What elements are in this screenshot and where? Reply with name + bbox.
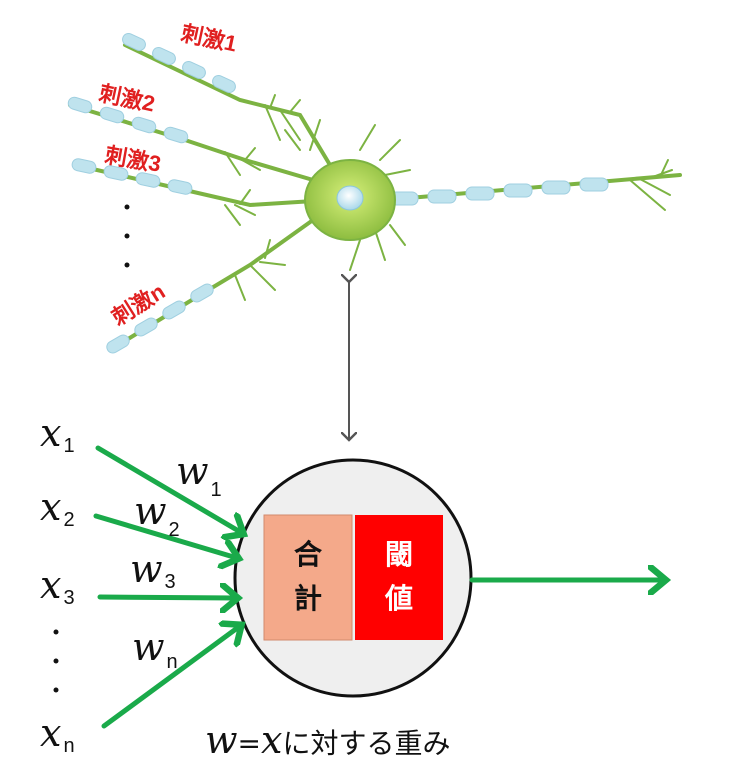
input-arrows	[93, 445, 664, 729]
neuron-illustration: 刺激1 刺激2 刺激3 刺激n	[67, 20, 682, 354]
dendrite-branches	[224, 94, 673, 301]
sum-label-line2: 計	[294, 582, 322, 615]
input-arrow-1	[95, 445, 242, 533]
threshold-label-line1: 閾	[385, 538, 413, 571]
stimulus-label-1: 刺激1	[179, 20, 239, 56]
input-arrow-3	[97, 597, 236, 598]
caption-equals: =	[238, 727, 261, 760]
input-arrow-2	[93, 513, 237, 558]
caption-w: w	[205, 718, 238, 762]
threshold-box	[355, 515, 443, 640]
caption-rest: に対する重み	[282, 727, 450, 760]
nucleus	[336, 185, 364, 211]
stimulus-ellipsis	[124, 204, 130, 268]
myelin-sheaths	[67, 32, 609, 354]
caption-x: x	[261, 718, 282, 762]
stimulus-label-n: 刺激n	[107, 279, 169, 331]
input-ellipsis	[53, 629, 59, 693]
sum-label-line1: 合	[294, 538, 323, 571]
threshold-label-line2: 値	[384, 582, 413, 615]
sum-box	[263, 514, 353, 641]
caption: w=xに対する重み	[205, 718, 450, 762]
input-arrow-n	[101, 626, 240, 729]
